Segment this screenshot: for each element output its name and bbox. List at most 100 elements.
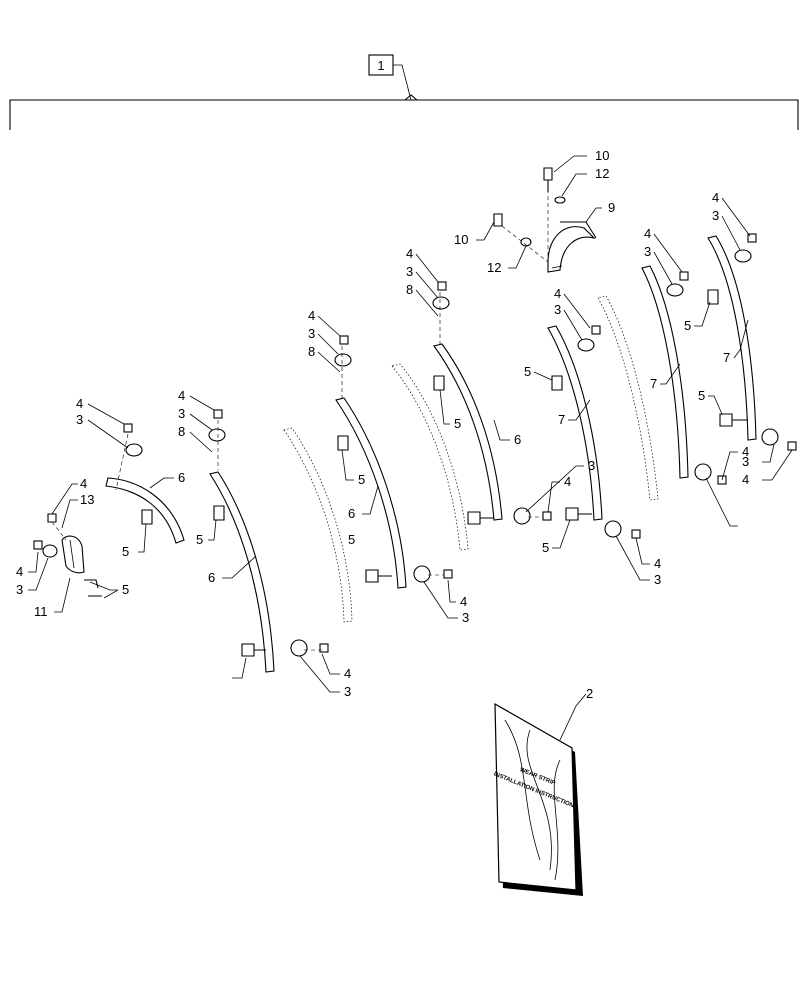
callout-label: 3 <box>16 582 23 597</box>
callout-label: 8 <box>406 282 413 297</box>
nut-icon <box>339 335 349 345</box>
assembly-callout-number: 1 <box>377 58 384 73</box>
callout-label: 5 <box>122 544 129 559</box>
callout-label: 8 <box>308 344 315 359</box>
nut-icon <box>319 643 329 653</box>
callout-label: 4 <box>564 474 571 489</box>
washer-icon <box>413 565 431 583</box>
callout-label: 4 <box>644 226 651 241</box>
washer-icon <box>513 507 531 525</box>
nut-icon <box>717 475 727 485</box>
callout-label: 4 <box>80 476 87 491</box>
assembly-bracket: 1 <box>9 54 799 130</box>
washer-icon <box>290 639 308 657</box>
callouts: 10 12 9 10 12 4 3 7 5 4 3 7 5 3 4 3 4 4 … <box>16 148 749 701</box>
callout-label: 6 <box>178 470 185 485</box>
wear-strip-7-c <box>707 235 757 441</box>
callout-label: 5 <box>358 472 365 487</box>
callout-label: 3 <box>308 326 315 341</box>
bracket-9 <box>547 221 597 273</box>
nut-icon <box>443 569 453 579</box>
leader-lines <box>28 155 793 741</box>
callout-label: 6 <box>514 432 521 447</box>
callout-label: 12 <box>487 260 501 275</box>
wear-strip-7-b <box>641 265 689 479</box>
callout-label: 7 <box>723 350 730 365</box>
callout-label: 3 <box>654 572 661 587</box>
nut-icon <box>679 271 689 281</box>
callout-label: 7 <box>558 412 565 427</box>
washer-icon <box>694 463 712 481</box>
wear-strip-ghost-b <box>391 363 469 551</box>
wear-strips <box>105 235 757 673</box>
washer-icon <box>125 443 143 457</box>
callout-label: 4 <box>344 666 351 681</box>
callout-label: 6 <box>348 506 355 521</box>
callout-label: 9 <box>608 200 615 215</box>
nut-icon <box>437 281 447 291</box>
washer-icon <box>604 520 622 538</box>
washer-icon <box>208 428 226 442</box>
callout-label: 5 <box>196 532 203 547</box>
callout-label: 4 <box>76 396 83 411</box>
nut-icon <box>33 540 43 550</box>
callout-label: 3 <box>76 412 83 427</box>
callout-label: 4 <box>178 388 185 403</box>
wear-strip-7-a <box>547 325 603 521</box>
callout-label: 4 <box>308 308 315 323</box>
wear-strip-6-c <box>433 343 503 521</box>
bracket-11 <box>61 535 85 574</box>
callout-label: 4 <box>654 556 661 571</box>
nut-icon <box>787 441 797 451</box>
wear-strip-6-short <box>105 477 185 544</box>
callout-label: 4 <box>742 444 749 459</box>
callout-label: 3 <box>554 302 561 317</box>
callout-label: 10 <box>454 232 468 247</box>
callout-label: 10 <box>595 148 609 163</box>
callout-label: 5 <box>698 388 705 403</box>
wear-strip-6-b <box>335 397 407 589</box>
wear-strip-6-a <box>209 471 275 673</box>
nut-icon <box>542 511 552 521</box>
wear-strip-ghost-c <box>597 295 659 501</box>
callout-label: 4 <box>406 246 413 261</box>
callout-label: 4 <box>460 594 467 609</box>
callout-label: 5 <box>348 532 355 547</box>
callout-label: 2 <box>586 686 593 701</box>
callout-label: 4 <box>712 190 719 205</box>
callout-label: 5 <box>122 582 129 597</box>
callout-label: 5 <box>524 364 531 379</box>
instruction-book: WEAR STRIP INSTALLATION INSTRUCTIONS <box>493 702 583 896</box>
washer-icon <box>334 353 352 367</box>
callout-label: 3 <box>462 610 469 625</box>
washer-icon <box>42 544 58 558</box>
nut-icon <box>591 325 601 335</box>
callout-label: 3 <box>712 208 719 223</box>
callout-label: 5 <box>684 318 691 333</box>
callout-label: 5 <box>542 540 549 555</box>
callout-label: 4 <box>742 472 749 487</box>
callout-label: 3 <box>178 406 185 421</box>
callout-label: 12 <box>595 166 609 181</box>
washer-icon <box>666 283 684 297</box>
washer-icon <box>577 338 595 352</box>
nut-icon <box>747 233 757 243</box>
nut-icon <box>123 423 133 433</box>
nut-icon <box>631 529 641 539</box>
centerlines <box>51 182 549 651</box>
callout-label: 6 <box>208 570 215 585</box>
callout-label: 13 <box>80 492 94 507</box>
callout-label: 7 <box>650 376 657 391</box>
washer-icon <box>734 249 752 263</box>
washer-icon <box>761 428 779 446</box>
callout-label: 3 <box>644 244 651 259</box>
washer-icon <box>432 296 450 310</box>
callout-label: 3 <box>588 458 595 473</box>
callout-label: 3 <box>344 684 351 699</box>
wear-strip-ghost-a <box>283 427 353 623</box>
nut-icon <box>213 409 223 419</box>
callout-label: 3 <box>742 454 749 469</box>
callout-label: 4 <box>554 286 561 301</box>
callout-label: 5 <box>454 416 461 431</box>
